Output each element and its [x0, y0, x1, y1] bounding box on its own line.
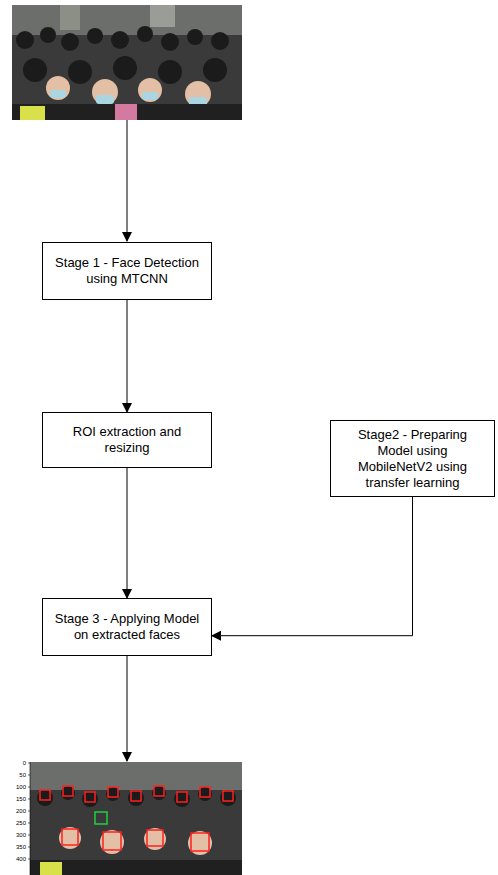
axis-tick-label: 50 — [10, 772, 26, 778]
crowd-photo — [12, 5, 242, 120]
box-text: Stage2 - Preparing Model using MobileNet… — [339, 427, 486, 491]
process-box: Stage 3 - Applying Model on extracted fa… — [42, 598, 212, 656]
flow-arrow — [127, 300, 128, 412]
flow-arrow — [127, 468, 128, 598]
process-box: Stage 1 - Face Detection using MTCNN — [42, 242, 212, 300]
process-box: ROI extraction and resizing — [42, 412, 212, 468]
process-box: Stage2 - Preparing Model using MobileNet… — [330, 420, 495, 497]
flow-arrow — [212, 497, 413, 636]
box-text: ROI extraction and resizing — [51, 424, 203, 456]
axis-tick-label: 250 — [10, 820, 26, 826]
axis-tick-label: 150 — [10, 796, 26, 802]
result-photo — [30, 762, 242, 875]
box-text: Stage 1 - Face Detection using MTCNN — [51, 255, 203, 287]
axis-ticks — [28, 762, 30, 875]
axis-tick-label: 350 — [10, 844, 26, 850]
axis-tick-label: 300 — [10, 832, 26, 838]
axis-tick-label: 200 — [10, 808, 26, 814]
input-arrow — [127, 120, 128, 241]
box-text: Stage 3 - Applying Model on extracted fa… — [51, 611, 203, 643]
axis-tick-label: 100 — [10, 784, 26, 790]
output-arrow — [127, 656, 128, 761]
axis-tick-label: 400 — [10, 856, 26, 862]
axis-tick-label: 0 — [10, 760, 26, 766]
